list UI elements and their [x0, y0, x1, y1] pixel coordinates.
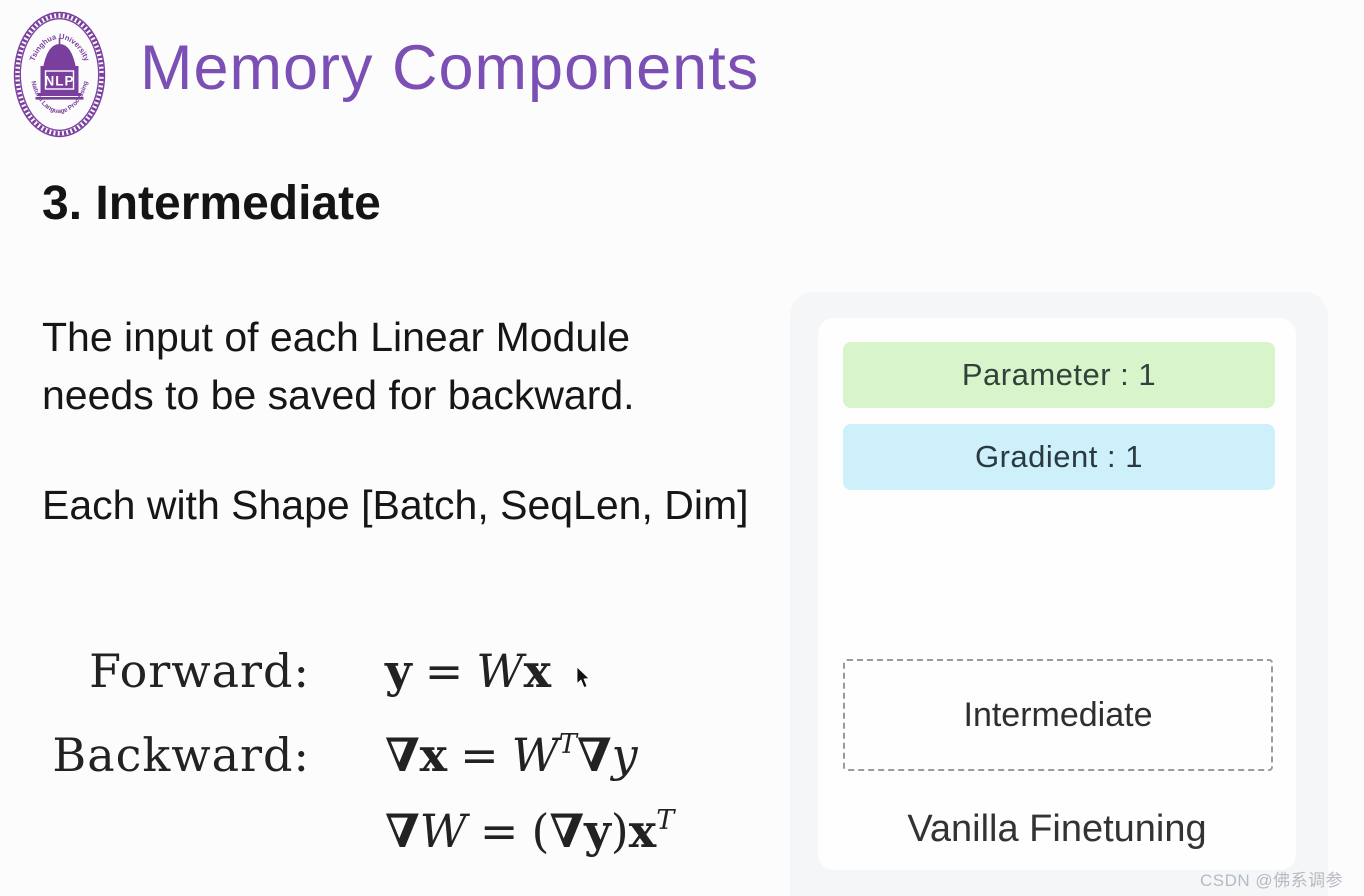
- paragraph-line-1: The input of each Linear Module: [42, 314, 631, 360]
- equation-row-backward-1: Backward: ∇x=WT∇y: [42, 728, 802, 794]
- forward-equation: y=Wx: [385, 644, 551, 698]
- paragraph-line-2: needs to be saved for backward.: [42, 372, 635, 418]
- intermediate-memory-box: Intermediate: [843, 659, 1273, 771]
- backward-equation-1: ∇x=WT∇y: [385, 728, 638, 782]
- logo-nlp-text: NLP: [45, 74, 75, 89]
- memory-card: Parameter : 1 Gradient : 1 Intermediate …: [818, 318, 1296, 870]
- body-paragraph: The input of each Linear Module needs to…: [42, 308, 635, 424]
- section-heading: 3. Intermediate: [42, 177, 381, 230]
- memory-diagram-panel: Parameter : 1 Gradient : 1 Intermediate …: [790, 292, 1328, 896]
- shape-statement: Each with Shape [Batch, SeqLen, Dim]: [42, 482, 749, 528]
- backward-equation-2: ∇W=(∇y)xT: [385, 804, 675, 858]
- equation-row-forward: Forward: y=Wx: [42, 644, 802, 710]
- forward-label: Forward:: [89, 644, 310, 698]
- logo-building-icon: [35, 38, 84, 100]
- page-title: Memory Components: [140, 33, 760, 103]
- parameter-memory-box: Parameter : 1: [843, 342, 1275, 408]
- backward-label: Backward:: [52, 728, 310, 782]
- mouse-cursor-icon: [576, 667, 590, 689]
- gradient-memory-box: Gradient : 1: [843, 424, 1275, 490]
- equation-row-backward-2: ∇W=(∇y)xT: [42, 804, 802, 870]
- tsinghua-nlp-logo-icon: Tsinghua University Natural Language Pro…: [13, 11, 106, 138]
- csdn-watermark: CSDN @佛系调参: [1200, 871, 1344, 890]
- panel-caption: Vanilla Finetuning: [907, 808, 1207, 850]
